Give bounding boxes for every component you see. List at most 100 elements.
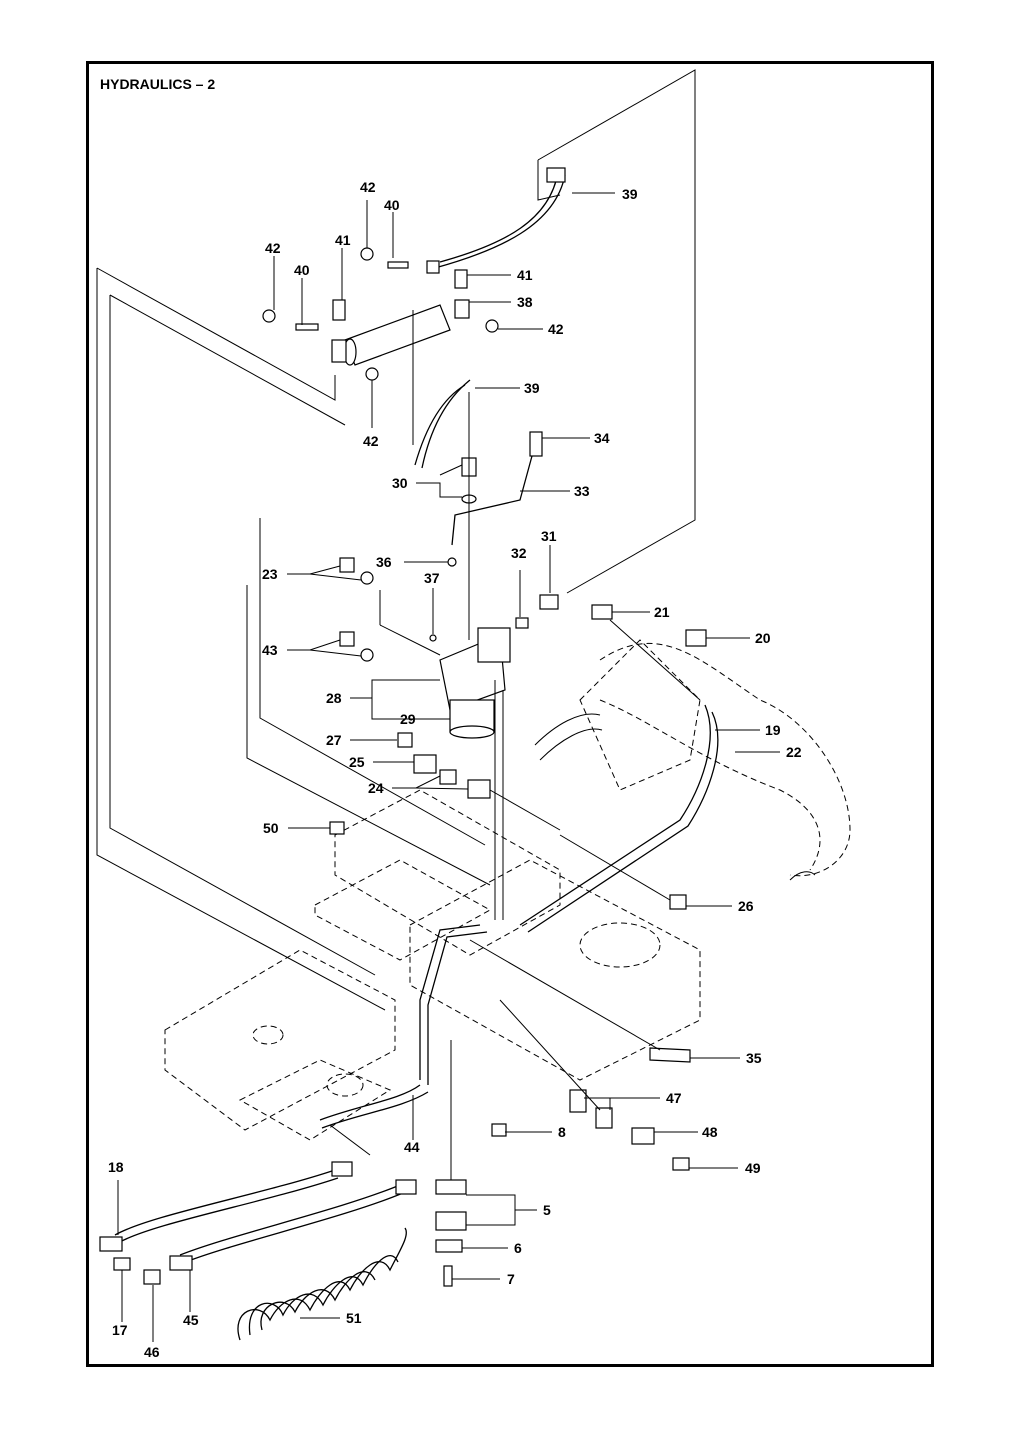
clip-41-left — [332, 299, 346, 321]
washer-42-d — [365, 367, 379, 381]
bolt-35 — [649, 1047, 691, 1063]
ring-43 — [360, 648, 374, 662]
valve-block — [477, 627, 511, 663]
clamp-47b — [595, 1107, 613, 1129]
callout-35: 35 — [746, 1050, 762, 1066]
screw-7 — [443, 1265, 453, 1287]
page-title: HYDRAULICS – 2 — [100, 76, 216, 92]
washer-42-a — [262, 309, 276, 323]
control-valve — [339, 557, 559, 920]
bolt-49 — [672, 1157, 690, 1171]
fitting-31 — [539, 594, 559, 610]
callout-30: 30 — [392, 475, 408, 491]
fitting-17 — [113, 1257, 131, 1271]
fitting-39-top — [546, 167, 566, 183]
washer-42-c — [485, 319, 499, 333]
clevis-41-left — [331, 339, 347, 363]
diagram-frame — [86, 61, 934, 1367]
callout-20: 20 — [755, 630, 771, 646]
callout-7: 7 — [507, 1271, 515, 1287]
elbow-20 — [685, 629, 707, 647]
plate-48 — [631, 1127, 655, 1145]
left-frame-outline — [96, 267, 491, 1011]
callout-26: 26 — [738, 898, 754, 914]
pin-40-right — [387, 261, 409, 269]
callout-24: 24 — [368, 780, 384, 796]
coil-hose-51 — [237, 1227, 407, 1341]
clamp-47a — [569, 1089, 587, 1113]
callout-41-b: 41 — [517, 267, 533, 283]
callout-36: 36 — [376, 554, 392, 570]
callout-42-b: 42 — [265, 240, 281, 256]
callout-38: 38 — [517, 294, 533, 310]
knob-34 — [529, 431, 543, 457]
pipes — [319, 604, 719, 1129]
elbow-21 — [591, 604, 613, 620]
clip-8 — [491, 1123, 507, 1137]
bracket-25 — [413, 754, 437, 774]
callout-34: 34 — [594, 430, 610, 446]
callout-29: 29 — [400, 711, 416, 727]
ring-32 — [515, 617, 529, 629]
fitting-23 — [339, 557, 355, 573]
callout-50: 50 — [263, 820, 279, 836]
clip-41-right — [454, 269, 468, 289]
leader-lines — [117, 192, 780, 1342]
callout-21: 21 — [654, 604, 670, 620]
nut-50 — [329, 821, 345, 835]
callout-45: 45 — [183, 1312, 199, 1328]
hydraulic-cylinder — [262, 247, 499, 381]
callout-6: 6 — [514, 1240, 522, 1256]
callout-51: 51 — [346, 1310, 362, 1326]
clip-36 — [447, 557, 457, 567]
callout-27: 27 — [326, 732, 342, 748]
bracket-24b — [467, 779, 491, 799]
callout-47: 47 — [666, 1090, 682, 1106]
callout-25: 25 — [349, 754, 365, 770]
callout-49: 49 — [745, 1160, 761, 1176]
callout-40-b: 40 — [294, 262, 310, 278]
upper-frame-outline — [537, 69, 696, 594]
callout-41-a: 41 — [335, 232, 351, 248]
callout-5: 5 — [543, 1202, 551, 1218]
clamp-5b — [435, 1211, 467, 1231]
lower-hoses — [99, 1124, 417, 1285]
callout-42-d: 42 — [363, 433, 379, 449]
bracket-24a — [439, 769, 457, 785]
callout-42-a: 42 — [360, 179, 376, 195]
callout-22: 22 — [786, 744, 802, 760]
ferrule-45-bottom — [169, 1255, 193, 1271]
callout-46: 46 — [144, 1344, 160, 1360]
callout-28: 28 — [326, 690, 342, 706]
tractor-frame — [164, 639, 851, 1141]
callout-39-a: 39 — [622, 186, 638, 202]
callout-42-c: 42 — [548, 321, 564, 337]
fitting-39-mid — [426, 260, 440, 274]
ferrule-18-top — [331, 1161, 353, 1177]
callout-48: 48 — [702, 1124, 718, 1140]
callout-44: 44 — [404, 1139, 420, 1155]
bottom-clamps — [435, 1040, 467, 1287]
bolts-and-clamps — [469, 834, 691, 1171]
brackets — [329, 732, 561, 835]
callout-39-b: 39 — [524, 380, 540, 396]
callout-19: 19 — [765, 722, 781, 738]
bolt-26 — [669, 894, 687, 910]
callout-37: 37 — [424, 570, 440, 586]
callout-40-a: 40 — [384, 197, 400, 213]
callout-labels: 42 40 39 41 42 40 41 38 42 39 42 34 30 3… — [108, 179, 802, 1360]
plate-6 — [435, 1239, 463, 1253]
screw-37 — [429, 634, 437, 642]
ring-23 — [360, 571, 374, 585]
callout-32: 32 — [511, 545, 527, 561]
callout-8: 8 — [558, 1124, 566, 1140]
callout-43: 43 — [262, 642, 278, 658]
callout-17: 17 — [112, 1322, 128, 1338]
fittings-30 — [461, 392, 477, 640]
callout-23: 23 — [262, 566, 278, 582]
ferrule-45-top — [395, 1179, 417, 1195]
clevis-38 — [454, 299, 470, 319]
fitting-43 — [339, 631, 355, 647]
clamp-5a — [435, 1179, 467, 1195]
